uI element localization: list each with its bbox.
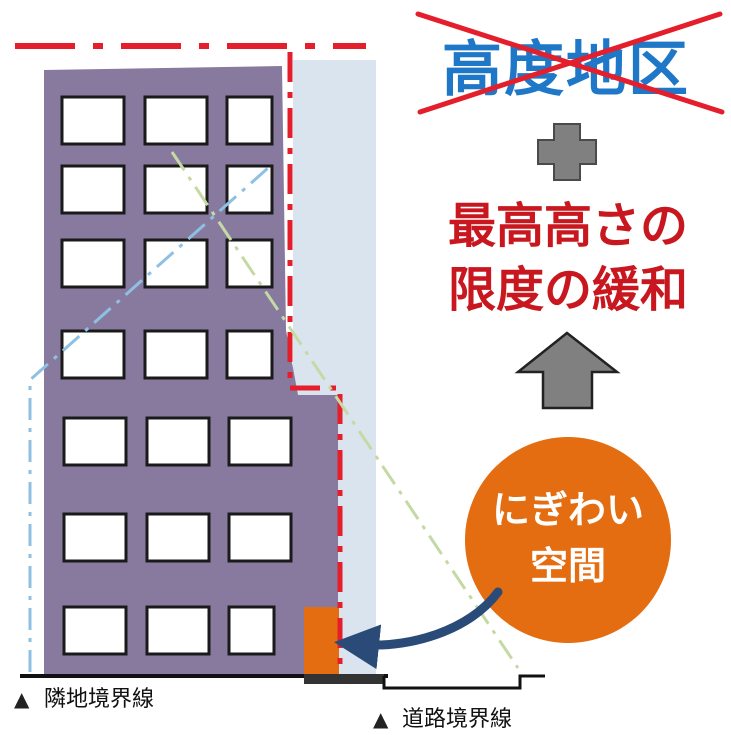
bubble-line-2: 空間: [530, 544, 606, 588]
window: [143, 238, 209, 289]
relief-line-2: 限度の緩和: [448, 262, 688, 318]
window: [60, 329, 126, 380]
road-boundary-label: 道路境界線: [402, 707, 512, 732]
cross-out-icon: [415, 11, 725, 115]
window: [227, 605, 276, 656]
window: [225, 238, 274, 289]
neighbor-boundary-marker: ▲: [14, 687, 30, 711]
window: [62, 416, 128, 467]
relief-line-1: 最高高さの: [448, 198, 688, 254]
curved-arrow: [334, 587, 503, 670]
window: [62, 512, 128, 563]
neighbor-boundary-label: 隣地境界線: [44, 687, 154, 712]
lively-space-bubble: [465, 437, 671, 643]
setback-boundary-line: [287, 52, 343, 672]
window: [62, 605, 128, 656]
window: [227, 416, 293, 467]
road-slant-line: [170, 151, 520, 669]
window: [60, 238, 126, 289]
window: [145, 416, 211, 467]
sidewalk-strip: [304, 674, 384, 684]
bubble-line-1: にぎわい: [492, 488, 644, 532]
window: [143, 329, 209, 380]
road-boundary-marker: ▲: [373, 707, 389, 731]
plus-icon: [537, 123, 597, 181]
window: [60, 164, 126, 215]
window: [225, 95, 274, 146]
neighbor-slant-line: [28, 166, 269, 672]
road-line: [382, 674, 545, 690]
up-arrow-icon: [514, 331, 621, 410]
open-space-block: [304, 607, 339, 675]
window: [145, 605, 211, 656]
window: [60, 95, 126, 146]
window: [145, 512, 211, 563]
window: [225, 164, 274, 215]
window: [143, 95, 209, 146]
window: [227, 512, 293, 563]
window: [225, 329, 274, 380]
